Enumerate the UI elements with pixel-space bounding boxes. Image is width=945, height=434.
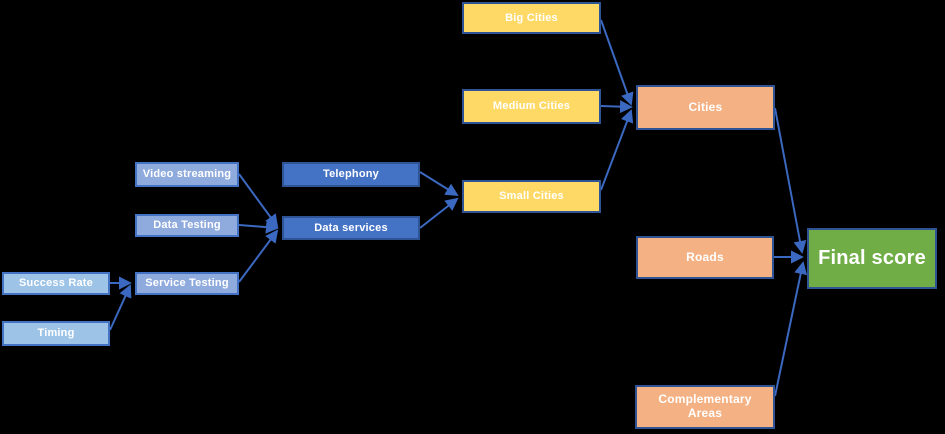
node-data-testing: Data Testing xyxy=(135,214,239,237)
edge-timing-to-service-testing xyxy=(109,284,132,331)
node-timing: Timing xyxy=(2,321,110,346)
edge-cities-to-final-score xyxy=(774,107,807,254)
node-roads: Roads xyxy=(636,236,774,279)
node-medium-cities: Medium Cities xyxy=(462,89,601,124)
node-small-cities: Small Cities xyxy=(462,180,601,213)
edge-video-streaming-to-data-services xyxy=(238,173,279,228)
edge-telephony-to-small-cities xyxy=(419,171,459,197)
node-complementary-areas: Complementary Areas xyxy=(635,385,775,429)
edge-data-testing-to-data-services xyxy=(238,220,279,234)
edge-medium-cities-to-cities xyxy=(600,100,633,114)
node-service-testing: Service Testing xyxy=(135,272,239,295)
edge-big-cities-to-cities xyxy=(600,19,634,106)
edge-small-cities-to-cities xyxy=(600,109,634,191)
edge-complementary-areas-to-final-score xyxy=(774,261,808,397)
node-big-cities: Big Cities xyxy=(462,2,601,34)
edge-data-services-to-small-cities xyxy=(419,197,459,229)
node-data-services: Data services xyxy=(282,216,420,240)
node-cities: Cities xyxy=(636,85,775,130)
edge-service-testing-to-data-services xyxy=(238,229,279,283)
node-telephony: Telephony xyxy=(282,162,420,187)
node-video-streaming: Video streaming xyxy=(135,162,239,187)
node-final-score: Final score xyxy=(807,228,937,289)
node-success-rate: Success Rate xyxy=(2,272,110,295)
